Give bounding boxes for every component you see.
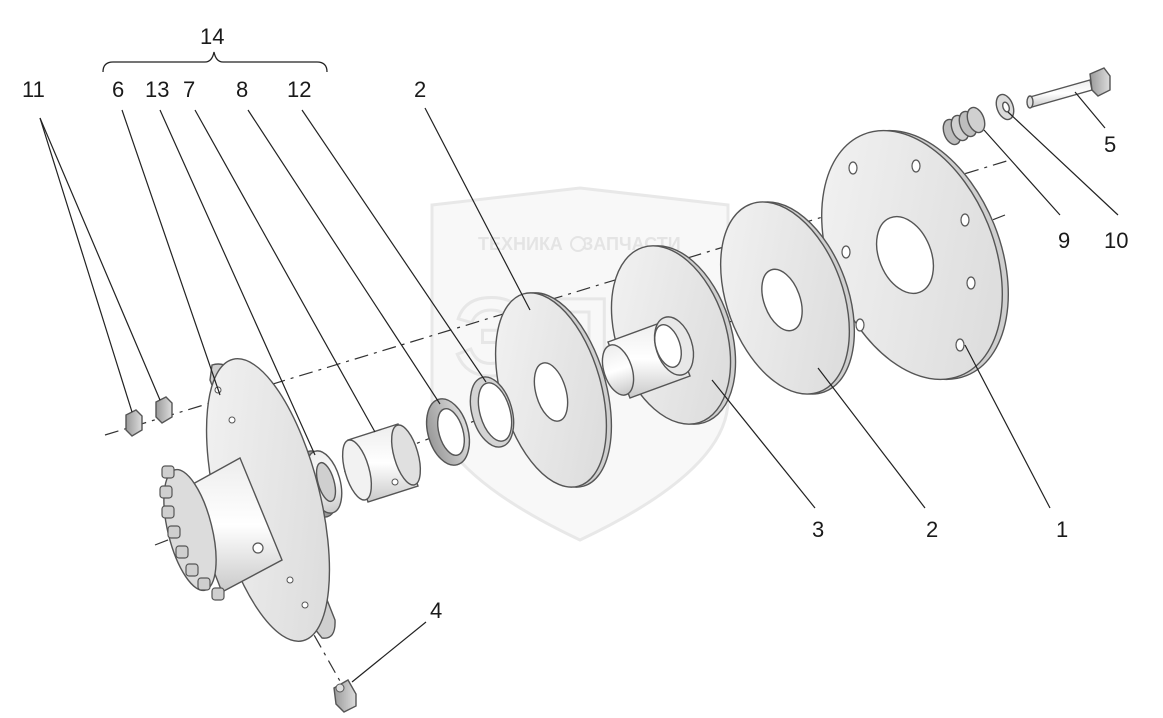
callout-1: 1 [1056, 517, 1068, 542]
part-4-grease-fitting [333, 679, 357, 713]
callout-11: 11 [22, 77, 45, 102]
part-1-flange-disc [821, 129, 1009, 381]
callout-7: 7 [183, 77, 195, 102]
part-5-bolt [1026, 67, 1111, 109]
callout-4: 4 [430, 598, 442, 623]
part-7-bushing [341, 423, 422, 503]
part-12-ring [469, 376, 515, 448]
callout-3: 3 [812, 517, 824, 542]
part-9-spring [942, 106, 986, 146]
leader-lines [39, 91, 1119, 683]
watermark-gear-icon [570, 236, 586, 252]
callout-9: 9 [1058, 228, 1070, 253]
part-2-friction-disc-right [719, 201, 856, 395]
sprocket-teeth [159, 465, 225, 601]
callout-13: 13 [145, 77, 169, 102]
part-3-hub-disc [601, 245, 737, 425]
callout-6: 6 [112, 77, 124, 102]
callout-12: 12 [287, 77, 311, 102]
callout-5: 5 [1104, 132, 1116, 157]
callout-14: 14 [200, 24, 224, 49]
part-6-sprocket-hub [159, 358, 336, 642]
callout-2-top: 2 [414, 77, 426, 102]
group-14-brace [102, 51, 328, 73]
part-8-washer [425, 398, 471, 466]
part-2-friction-disc-left [494, 292, 613, 488]
callout-10: 10 [1104, 228, 1128, 253]
part-11-nuts [125, 396, 173, 437]
callouts: 14 11 6 13 7 8 12 2 5 9 10 3 2 1 4 [22, 24, 1128, 623]
callout-2-bottom: 2 [926, 517, 938, 542]
watermark-text-left: ТЕХНИКА [478, 234, 563, 254]
callout-8: 8 [236, 77, 248, 102]
